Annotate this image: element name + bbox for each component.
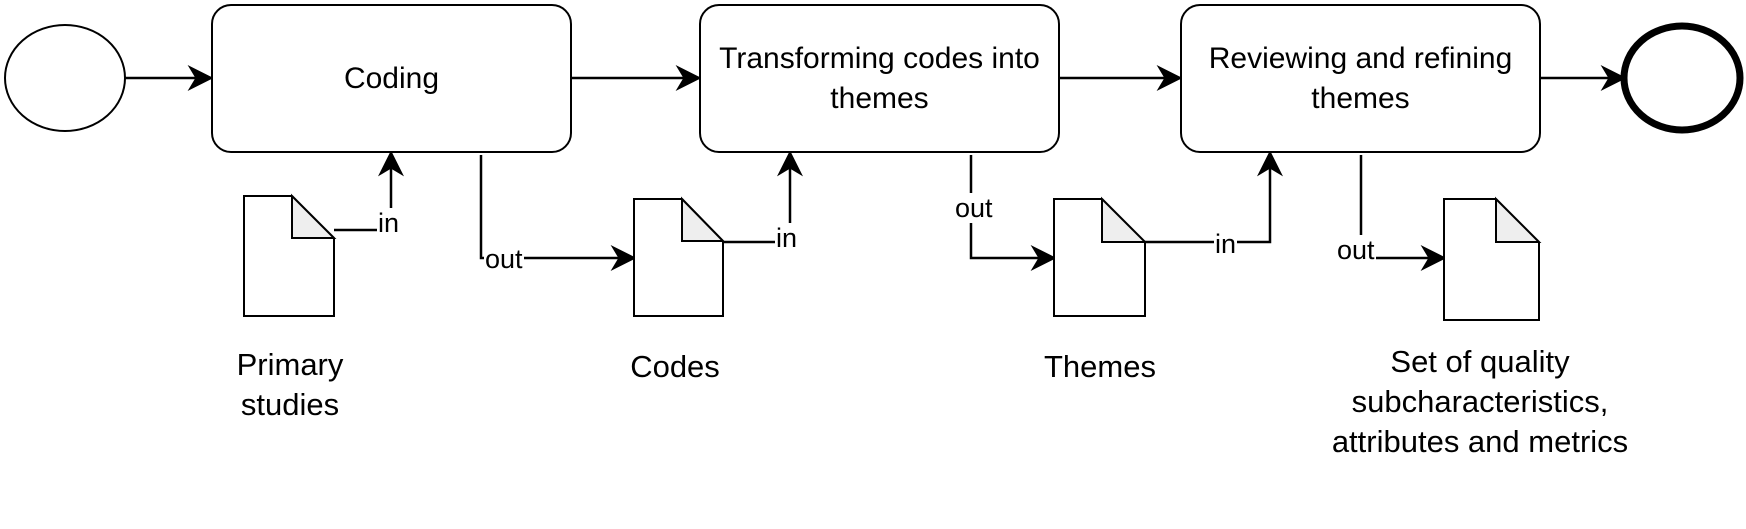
assoc-transforming-out-themes	[969, 155, 1057, 271]
edge-label-in: in	[377, 208, 401, 238]
edge-label-out: out	[484, 244, 524, 274]
task-transforming-codes-label: Transforming codes into themes	[719, 41, 1040, 115]
task-coding: Coding	[211, 4, 572, 153]
edge-label-in: in	[775, 223, 799, 253]
task-reviewing-themes: Reviewing and refining themes	[1180, 4, 1541, 153]
document-icon	[633, 196, 726, 317]
start-event	[4, 24, 126, 132]
assoc-coding-out-codes	[479, 155, 637, 271]
artifact-label-codes: Codes	[630, 349, 720, 384]
document-icon	[1443, 196, 1542, 321]
assoc-themes-in-reviewing	[1145, 150, 1283, 244]
artifact-label-themes: Themes	[1044, 349, 1156, 384]
edge-label-in: in	[1214, 229, 1238, 259]
artifact-label-quality-set: Set of quality subcharacteristics, attri…	[1331, 344, 1629, 459]
document-icon	[243, 193, 337, 317]
edge-label-out: out	[954, 193, 994, 223]
artifact-label-primary-studies: Primary studies	[236, 347, 344, 422]
end-event	[1620, 22, 1744, 134]
document-icon	[1053, 196, 1148, 317]
task-coding-label: Coding	[343, 61, 440, 95]
edge-label-out: out	[1336, 235, 1376, 265]
task-transforming-codes: Transforming codes into themes	[699, 4, 1060, 153]
task-reviewing-themes-label: Reviewing and refining themes	[1208, 41, 1513, 115]
